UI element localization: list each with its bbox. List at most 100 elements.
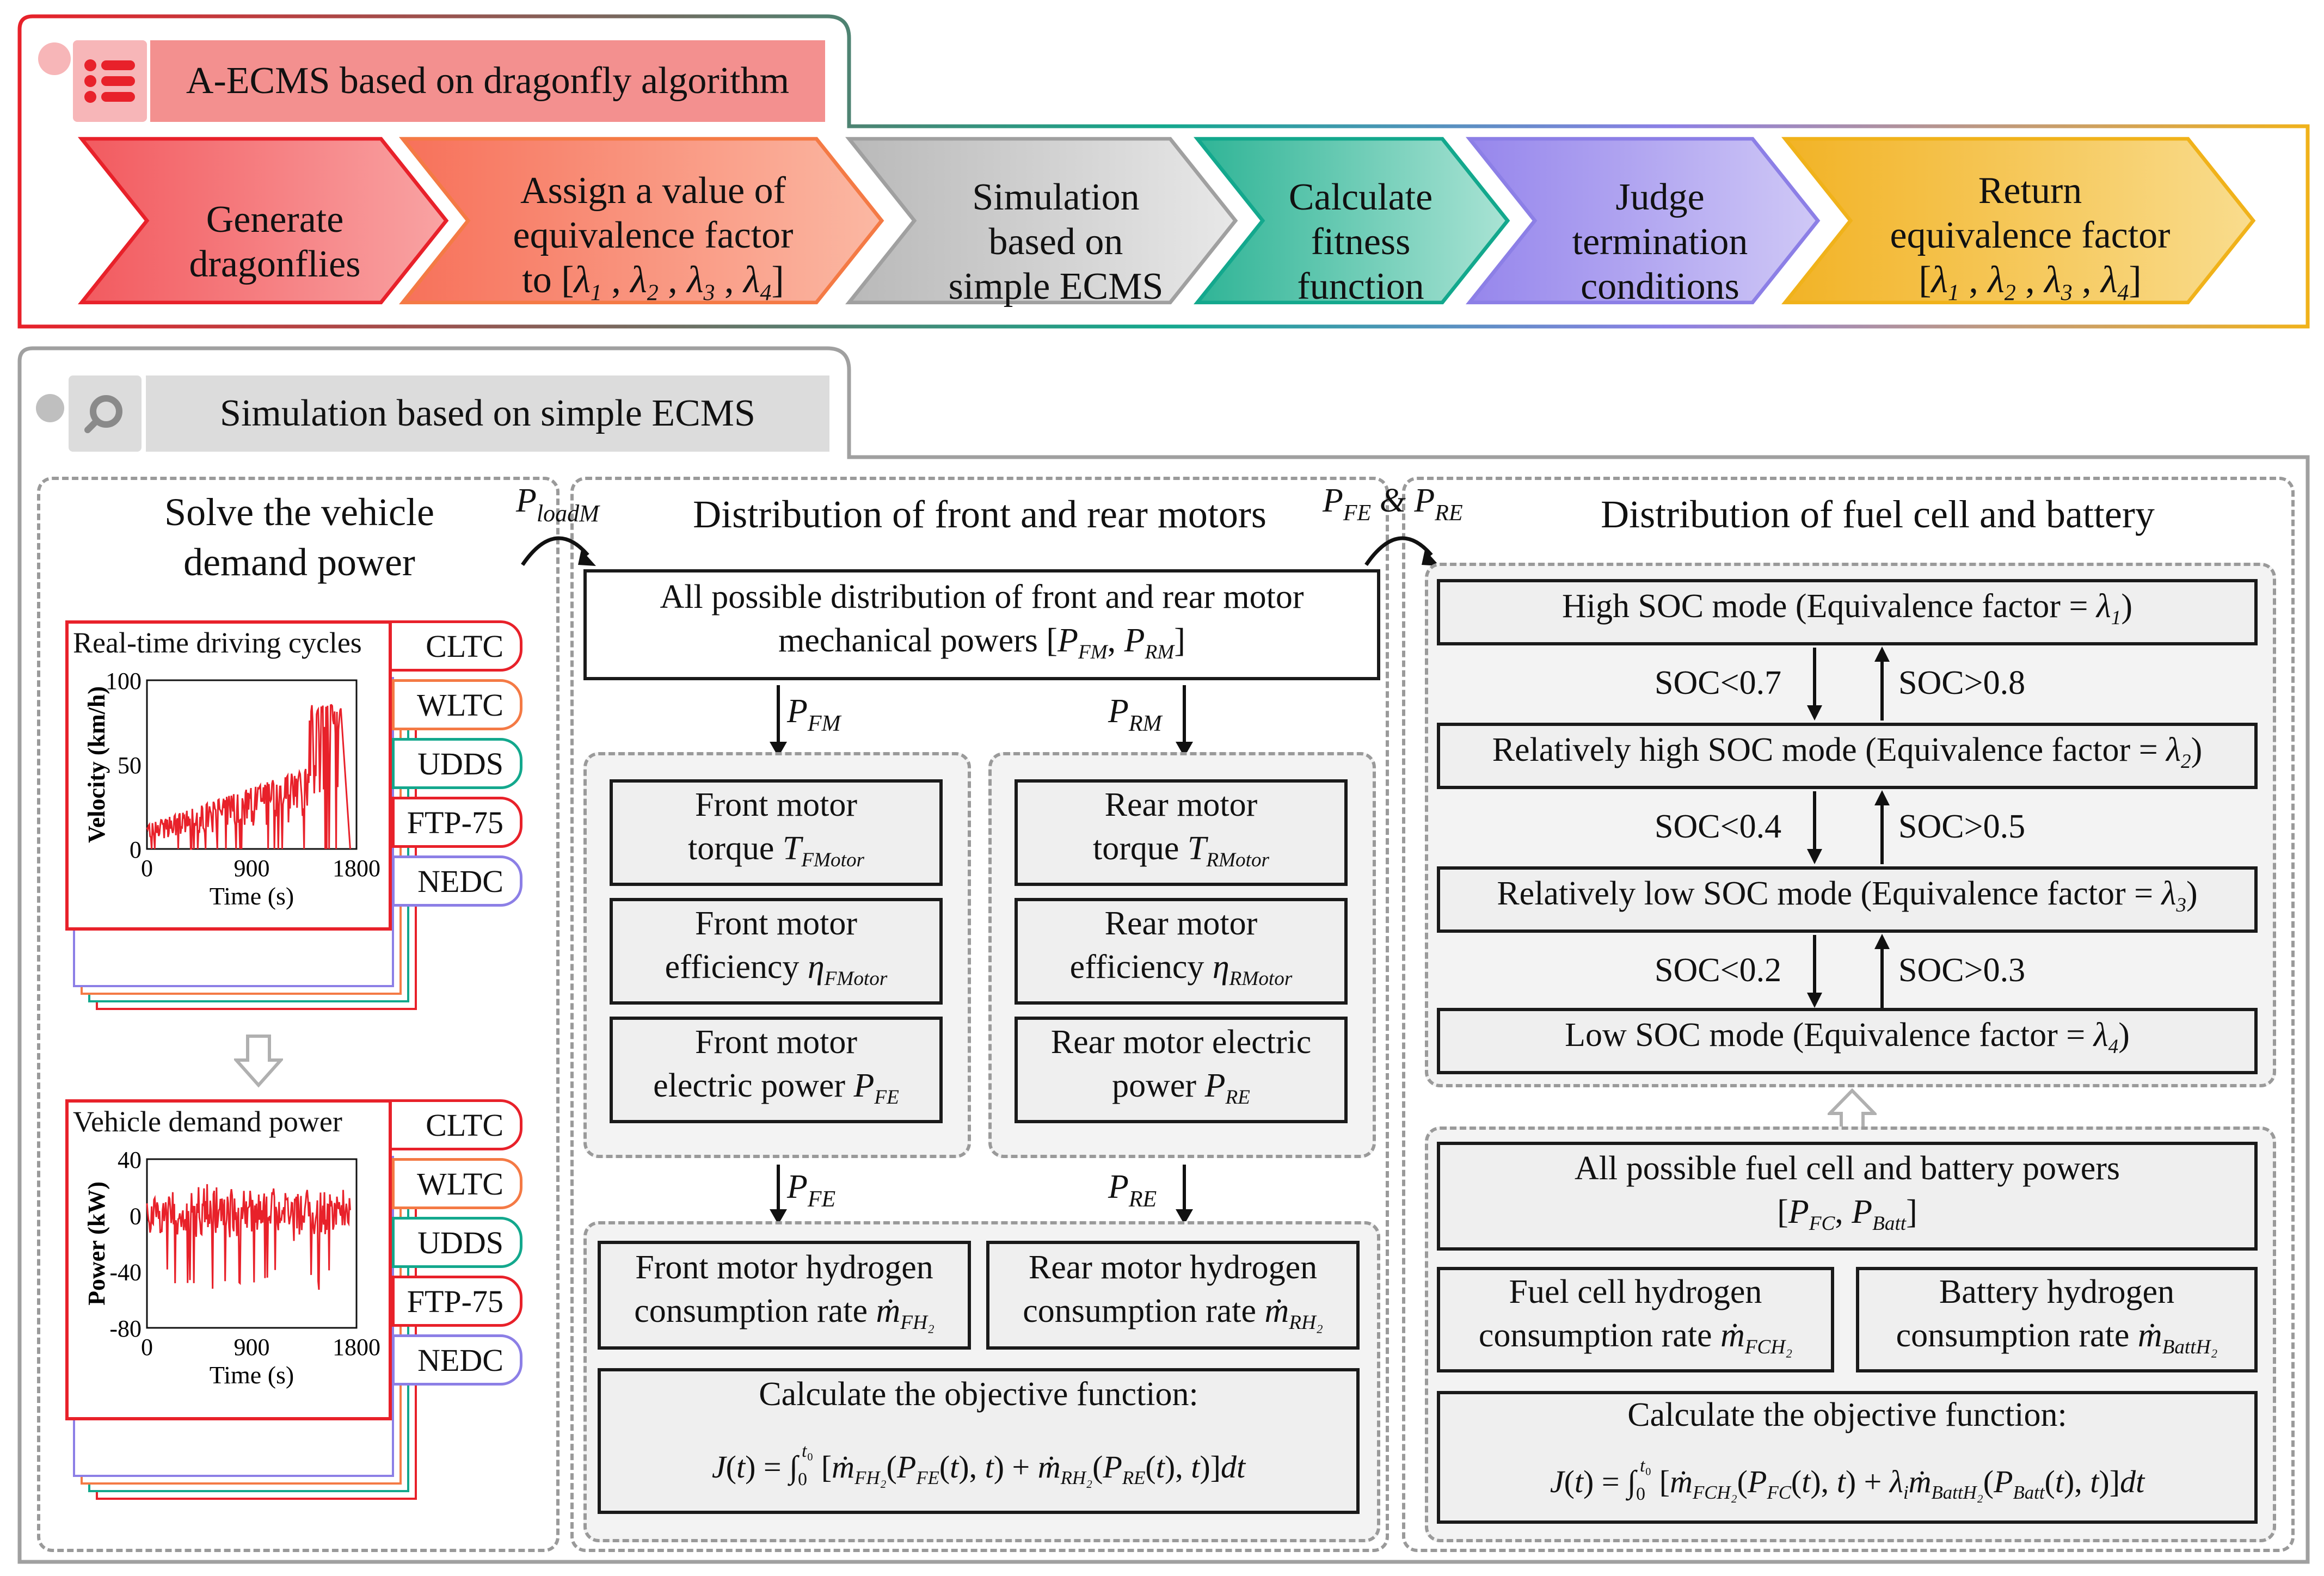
soc-down-label: SOC<0.4 [1655, 808, 1782, 845]
middle-section [570, 477, 1389, 1552]
tab-wltc[interactable]: WLTC [392, 679, 522, 730]
low-soc-mode-box: Low SOC mode (Equivalence factor = λ4) [1437, 1008, 2258, 1074]
right-section-title: Distribution of fuel cell and battery [1601, 492, 2155, 536]
x-tick-label: 0 [141, 1334, 153, 1360]
front-card [65, 620, 392, 931]
plot-trace [146, 1184, 351, 1290]
arrow-down-icon [234, 1035, 283, 1088]
plot-trace [146, 704, 351, 850]
x-axis-label: Time (s) [210, 1361, 294, 1389]
curved-arrow-icon [521, 536, 596, 566]
y-tick-label: -80 [109, 1315, 142, 1342]
right-section [1402, 477, 2295, 1552]
soc-transition-arrows [1807, 647, 1890, 721]
soc-down-label: SOC<0.7 [1655, 664, 1782, 701]
x-tick-label: 900 [234, 1334, 270, 1360]
tab-cltc[interactable]: CLTC [370, 620, 522, 672]
soc-transition-arrows [1807, 790, 1890, 864]
plot-axes [146, 1158, 358, 1329]
tab-nedc[interactable]: NEDC [392, 1334, 522, 1386]
all-fc-battery-box: All possible fuel cell and battery power… [1437, 1142, 2258, 1251]
tab-ftp75[interactable]: FTP-75 [392, 797, 522, 848]
curved-arrow-icon-2 [1364, 536, 1440, 566]
all-motor-distribution-box: All possible distribution of front and r… [583, 569, 1380, 680]
y-tick-label: 100 [106, 669, 142, 694]
prm-label: PRM [1108, 693, 1162, 736]
x-tick-label: 1800 [333, 1334, 380, 1360]
relatively-low-soc-mode-box: Relatively low SOC mode (Equivalence fac… [1437, 866, 2258, 933]
tab-cltc[interactable]: CLTC [370, 1099, 522, 1150]
y-tick-label: 0 [130, 836, 142, 863]
x-tick-label: 1800 [333, 855, 380, 882]
arrow-prm [1176, 685, 1193, 757]
soc-up-label: SOC>0.8 [1898, 664, 2026, 701]
relatively-high-soc-mode-box: Relatively high SOC mode (Equivalence fa… [1437, 723, 2258, 789]
bottom-panel-title: Simulation based on simple ECMS [146, 375, 829, 452]
top-panel-title: A-ECMS based on dragonfly algorithm [150, 40, 825, 122]
x-axis-label: Time (s) [210, 882, 294, 910]
tab-udds[interactable]: UDDS [392, 1217, 522, 1268]
arrow-pre [1176, 1165, 1193, 1224]
top-panel-frame [17, 14, 2310, 329]
bullet-dot-gray [36, 394, 64, 422]
pfm-label: PFM [787, 693, 841, 736]
middle-objective-box: Calculate the objective function: J(t) =… [598, 1368, 1360, 1514]
card-title: Real-time driving cycles [73, 626, 362, 659]
x-tick-label: 900 [234, 855, 270, 882]
y-axis-label: Power (kW) [83, 1181, 110, 1306]
card-title: Vehicle demand power [73, 1105, 342, 1138]
list-icon [73, 40, 147, 122]
tab-wltc[interactable]: WLTC [392, 1158, 522, 1209]
plot-axes [146, 679, 358, 850]
left-section [37, 477, 560, 1552]
soc-mode-group [1425, 563, 2276, 1087]
bottom-panel-frame [17, 346, 2310, 1564]
middle-section-title: Distribution of front and rear motors [693, 492, 1266, 536]
y-tick-label: -40 [109, 1259, 142, 1286]
pfe-label: PFE [787, 1168, 836, 1212]
soc-down-label: SOC<0.2 [1655, 952, 1782, 989]
soc-up-label: SOC>0.5 [1898, 808, 2026, 845]
high-soc-mode-box: High SOC mode (Equivalence factor = λ1) [1437, 579, 2258, 645]
search-icon [69, 375, 142, 452]
pload-label: PloadM [516, 482, 599, 527]
bullet-dot [38, 42, 71, 75]
tab-udds[interactable]: UDDS [392, 738, 522, 789]
x-tick-label: 0 [141, 855, 153, 882]
right-objective-box: Calculate the objective function: J(t) =… [1437, 1391, 2258, 1524]
pfe-pre-label: PFE & PRE [1323, 482, 1463, 526]
y-tick-label: 40 [118, 1148, 142, 1173]
pre-label: PRE [1108, 1168, 1157, 1212]
soc-transition-arrows [1807, 934, 1890, 1008]
y-axis-label: Velocity (km/h) [83, 686, 110, 843]
arrow-pfe [770, 1165, 787, 1224]
y-tick-label: 50 [118, 752, 142, 779]
y-tick-label: 0 [130, 1203, 142, 1229]
arrow-pfm [770, 685, 787, 757]
front-card [65, 1099, 392, 1420]
soc-up-label: SOC>0.3 [1898, 952, 2026, 989]
tab-ftp75[interactable]: FTP-75 [392, 1276, 522, 1327]
tab-nedc[interactable]: NEDC [392, 855, 522, 907]
